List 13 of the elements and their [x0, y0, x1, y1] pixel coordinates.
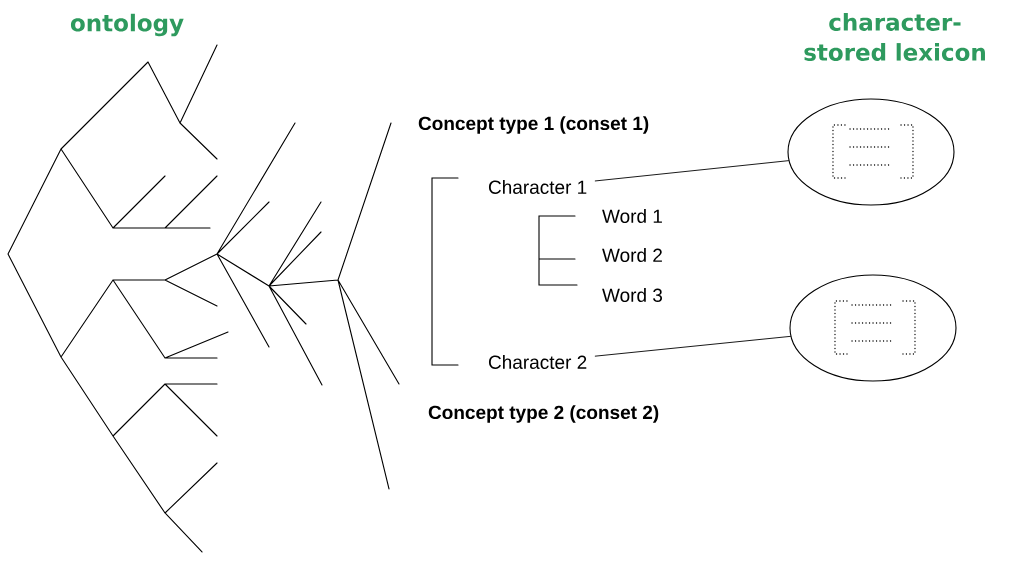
label-text: Character 1: [488, 180, 587, 194]
ellipse: [787, 98, 955, 206]
ellipse: [789, 274, 957, 382]
heading: ontology: [70, 13, 184, 37]
heading: character-stored lexicon: [804, 13, 985, 61]
label-text: Word 1: [602, 209, 662, 223]
label-text: Character 2: [488, 355, 587, 369]
label-text: Concept type 2 (conset 2): [428, 405, 659, 423]
label-text: Word 2: [602, 248, 662, 262]
connector-line: [594, 160, 789, 182]
label-text: Word 3: [602, 288, 663, 302]
label-text: Concept type 1 (conset 1): [418, 116, 649, 134]
connector-line: [594, 335, 791, 357]
